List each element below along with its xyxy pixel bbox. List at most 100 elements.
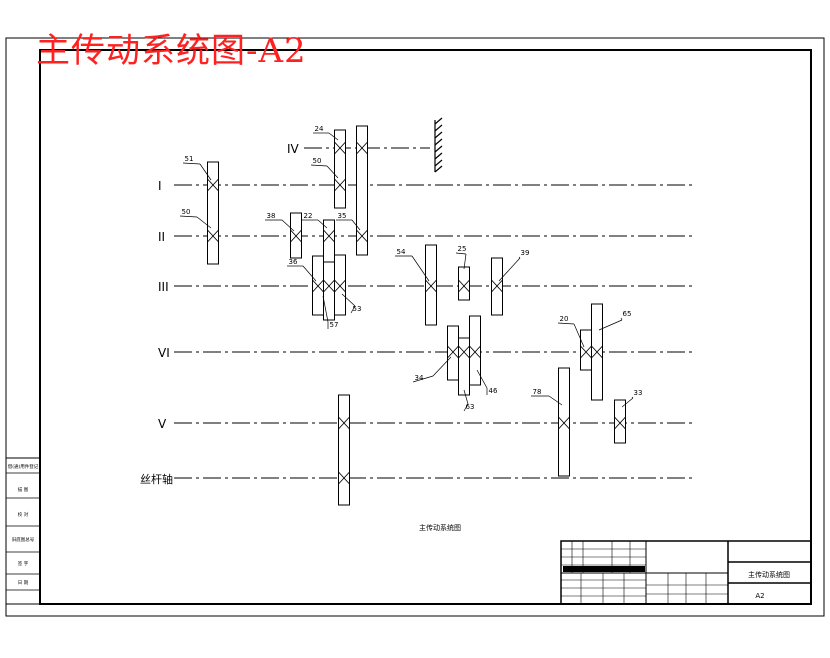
gear-mesh-mark — [425, 279, 437, 293]
gear-label: 46 — [489, 387, 498, 395]
gear-label: 33 — [634, 389, 643, 397]
gear-mesh-mark — [614, 416, 626, 430]
leader-line — [412, 375, 434, 383]
leader-line — [310, 164, 328, 167]
gear — [458, 337, 470, 396]
leader-line — [621, 397, 634, 408]
gear-label: 63 — [466, 403, 475, 411]
title-block — [560, 540, 812, 605]
gear-mesh-mark — [356, 141, 368, 155]
gear-mesh-mark — [334, 279, 346, 293]
gear — [458, 266, 470, 301]
gear-label: 36 — [289, 258, 298, 266]
leader-line — [463, 403, 469, 412]
overlay-title: 主传动系统图-A2 — [36, 31, 307, 71]
gear-label: 51 — [185, 155, 194, 163]
leader-line — [326, 165, 339, 179]
side-strip-label: 日 期 — [18, 580, 29, 586]
side-strip-label: 描 图 — [18, 486, 29, 493]
gear — [558, 367, 570, 477]
gear — [334, 129, 346, 209]
gear-mesh-mark — [323, 229, 335, 243]
gear-label: 25 — [458, 245, 467, 253]
gear — [580, 329, 592, 371]
leader-line — [199, 163, 212, 181]
leader-line — [328, 132, 339, 141]
leader-line — [548, 395, 563, 406]
gears — [207, 125, 626, 506]
gear-mesh-mark — [558, 416, 570, 430]
leader-line — [350, 305, 356, 314]
gear-label: 50 — [182, 208, 191, 216]
gear-label: 53 — [353, 305, 362, 313]
gear-mesh-mark — [290, 229, 302, 243]
gear-label: 22 — [304, 212, 313, 220]
gear-label: 65 — [623, 310, 632, 318]
shaft-label: I — [158, 179, 162, 193]
shaft-label: III — [158, 280, 169, 294]
leader-line — [518, 256, 521, 259]
leader-line — [620, 317, 623, 321]
gear-label: 35 — [338, 212, 347, 220]
gear-mesh-mark — [469, 345, 481, 359]
gear — [323, 261, 335, 321]
gear-mesh-mark — [458, 345, 470, 359]
leader-line — [463, 253, 467, 270]
title-block-drawing-name: 主传动系统图 — [748, 570, 790, 579]
outer-border — [5, 37, 825, 617]
side-strip-label: 借(通)用件登记 — [8, 463, 39, 470]
gear-mesh-mark — [207, 178, 219, 192]
leader-line — [573, 323, 585, 348]
gear-mesh-mark — [334, 141, 346, 155]
wall-support — [434, 117, 443, 173]
side-strip-label: 校 对 — [18, 511, 29, 518]
gear-mesh-mark — [338, 416, 350, 430]
gear-mesh-mark — [334, 178, 346, 192]
side-strip-label: 旧底图总号 — [12, 536, 35, 543]
leader-line — [455, 252, 467, 255]
shaft-label: V — [158, 417, 167, 431]
gear-mesh-mark — [338, 471, 350, 485]
leader-line — [196, 216, 212, 229]
leader-line — [432, 356, 452, 377]
shaft-label: VI — [158, 346, 170, 360]
gear — [425, 244, 437, 326]
gear-label: 39 — [521, 249, 530, 257]
gear — [469, 315, 481, 386]
leader-line — [179, 215, 198, 218]
leader-line — [498, 257, 521, 282]
leader-line — [463, 389, 469, 405]
gear-label: 78 — [533, 388, 542, 396]
shaft-label: 丝杆轴 — [140, 472, 173, 486]
leader-line — [557, 322, 575, 325]
gear-label: 24 — [315, 125, 324, 133]
gear — [207, 161, 219, 265]
gear-mesh-mark — [323, 279, 335, 293]
leader-line — [411, 255, 430, 282]
leader-line — [281, 219, 295, 232]
gear — [338, 394, 350, 506]
gear-mesh-mark — [312, 279, 324, 293]
leader-line — [341, 293, 356, 307]
gear-mesh-mark — [491, 279, 503, 293]
gear-mesh-mark — [207, 229, 219, 243]
gear — [614, 399, 626, 444]
gear-label: 54 — [397, 248, 406, 256]
gear-label: 38 — [267, 212, 276, 220]
drawing-caption: 主传动系统图 — [419, 523, 461, 532]
leader-line — [182, 162, 201, 165]
leader-line — [317, 219, 328, 229]
leader-line — [476, 369, 488, 389]
gear-label: 34 — [415, 374, 424, 382]
gear-mesh-mark — [447, 345, 459, 359]
gear — [356, 125, 368, 256]
shaft-label: IV — [287, 142, 300, 156]
title-block-sheet: A2 — [755, 592, 764, 600]
leader-line — [598, 319, 623, 331]
leader-line — [302, 265, 317, 282]
inner-frame — [39, 49, 812, 605]
side-strip-label: 签 字 — [18, 560, 29, 567]
leader-line — [351, 219, 361, 231]
